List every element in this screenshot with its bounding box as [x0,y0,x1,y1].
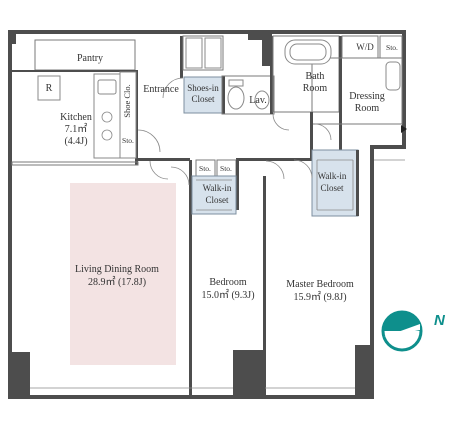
exterior-walls [8,30,406,399]
bedroom-label: Bedroom [209,277,246,288]
shoe-closet-label: Shoe Clo. [122,84,132,118]
walkin-closet-1-label-2: Closet [205,195,229,205]
bath-room-label-1: Bath [306,71,325,82]
walkin-closet-1-label-1: Walk-in [203,183,232,193]
kitchen-area: 7.1㎡ [65,123,88,135]
storage-hall-right-label: Sto. [220,164,232,173]
master-bedroom-area: 15.9㎡ (9.8J) [293,291,346,303]
walkin-closet-2-label-2: Closet [320,183,344,193]
door-swings [137,77,332,186]
bedroom-area: 15.0㎡ (9.3J) [201,289,254,301]
pantry-label: Pantry [77,53,103,64]
fixtures [30,37,407,389]
storage-bath-label: Sto. [386,43,398,52]
living-room-area: 28.9㎡ (17.8J) [88,276,146,288]
dressing-room-label-1: Dressing [349,91,385,102]
compass-north-label: N [434,312,446,329]
living-room-label: Living Dining Room [75,264,159,275]
storage-hall-left-label: Sto. [199,164,211,173]
kitchen-jo: (4.4J) [64,136,87,147]
refrigerator-label: R [46,83,53,94]
compass: N [381,310,446,352]
bath-room-label-2: Room [303,83,328,94]
lavatory-label: Lav. [249,95,266,106]
kitchen-label: Kitchen [60,112,92,123]
dressing-room-label-2: Room [355,103,380,114]
master-bedroom-label: Master Bedroom [286,279,354,290]
shoes-in-closet-label-2: Closet [191,94,215,104]
entrance-label: Entrance [143,84,179,95]
interior-walls [11,35,403,395]
storage-kitchen-label: Sto. [122,136,134,145]
living-room-highlight [70,183,176,365]
shoes-in-closet-label-1: Shoes-in [187,83,219,93]
washer-dryer-label: W/D [356,42,374,52]
walkin-closet-2-label-1: Walk-in [318,171,347,181]
